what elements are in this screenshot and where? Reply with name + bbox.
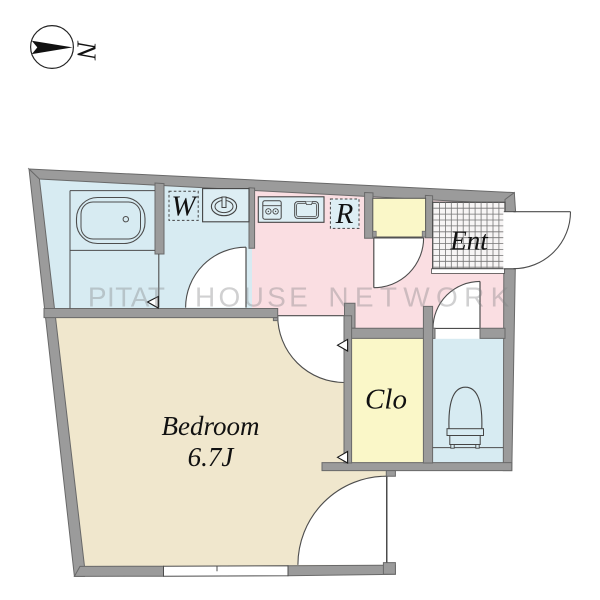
svg-text:6.7J: 6.7J [188,442,236,472]
svg-text:Clo: Clo [365,384,407,416]
svg-text:W: W [171,191,198,223]
svg-text:HOUSE: HOUSE [195,282,311,313]
svg-text:Bedroom: Bedroom [162,411,260,441]
svg-text:PITAT: PITAT [88,282,166,313]
svg-text:N: N [72,40,103,61]
svg-text:NETWORK: NETWORK [328,282,515,313]
svg-text:Ent: Ent [449,226,489,256]
svg-text:R: R [335,198,354,230]
